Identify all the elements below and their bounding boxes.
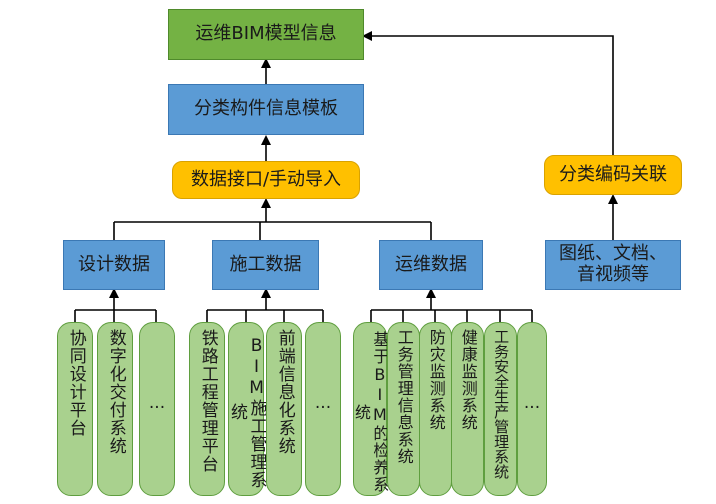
leaf-track-management-system: 工务管理信息系统 [387,322,420,496]
leaf-bim-maintenance-system: 基于BIM的检养系统 [352,322,389,496]
leaf-frontend-info-system: 前端信息化系统 [266,322,302,496]
leaf-bim-construction-system: BIM施工管理系统 [227,322,267,496]
node-docs-media: 图纸、文档、音视频等 [545,240,681,290]
node-construction-data: 施工数据 [212,240,319,290]
node-data-interface: 数据接口/手动导入 [172,161,360,199]
leaf-health-monitor-system: 健康监测系统 [451,322,484,496]
leaf-design-more: ··· [139,322,175,496]
node-classification-template: 分类构件信息模板 [168,84,364,135]
leaf-operation-more: ··· [517,322,547,496]
arrow-classify-to-top [362,31,614,155]
leaf-collab-design-platform: 协同设计平台 [57,322,93,496]
node-design-data: 设计数据 [63,240,165,290]
node-bim-model-info: 运维BIM模型信息 [168,9,364,60]
leaf-railway-engineering-platform: 铁路工程管理平台 [189,322,225,496]
leaf-disaster-monitor-system: 防灾监测系统 [419,322,452,496]
leaf-digital-delivery-system: 数字化交付系统 [97,322,133,496]
leaf-safety-production-system: 工务安全生产管理系统 [484,322,517,496]
node-operation-data: 运维数据 [379,240,483,290]
node-classification-code: 分类编码关联 [544,155,682,195]
leaf-construction-more: ··· [305,322,341,496]
